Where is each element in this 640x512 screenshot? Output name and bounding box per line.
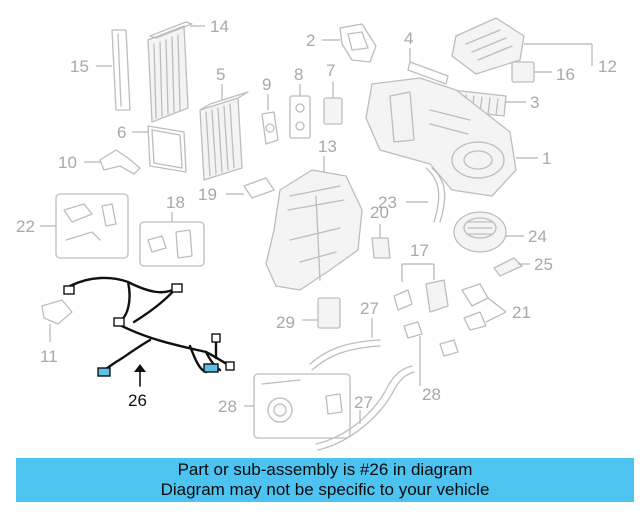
callout-20[interactable]: 20 bbox=[370, 203, 389, 222]
part-bracket bbox=[84, 149, 141, 175]
callout-11[interactable]: 11 bbox=[40, 347, 58, 366]
callout-27a[interactable]: 27 bbox=[360, 299, 379, 318]
banner-line-1: Part or sub-assembly is #26 in diagram bbox=[177, 460, 473, 479]
callout-14[interactable]: 14 bbox=[210, 17, 229, 36]
harness-connector bbox=[171, 283, 183, 293]
part-filter-strip bbox=[407, 48, 449, 85]
callout-5[interactable]: 5 bbox=[216, 65, 225, 84]
part-control-unit bbox=[302, 297, 341, 329]
part-hvac-case bbox=[365, 77, 538, 197]
callout-4[interactable]: 4 bbox=[404, 29, 413, 48]
part-actuators-17 bbox=[393, 263, 449, 313]
callout-8[interactable]: 8 bbox=[294, 65, 303, 84]
part-heater-pipe bbox=[96, 29, 131, 111]
callout-2[interactable]: 2 bbox=[306, 31, 315, 50]
callout-17[interactable]: 17 bbox=[410, 241, 429, 260]
part-clip bbox=[41, 299, 73, 342]
part-sensor bbox=[261, 94, 279, 145]
callout-27b[interactable]: 27 bbox=[354, 393, 373, 412]
callout-10[interactable]: 10 bbox=[58, 153, 77, 172]
part-central-housing bbox=[265, 156, 363, 291]
harness-connector bbox=[211, 333, 221, 343]
part-gasket-frame bbox=[132, 125, 187, 173]
callout-12[interactable]: 12 bbox=[598, 57, 617, 76]
part-seal bbox=[289, 84, 311, 139]
callout-6[interactable]: 6 bbox=[117, 123, 126, 142]
part-heater-core bbox=[147, 21, 205, 123]
part-wiring-harness bbox=[63, 276, 235, 387]
part-connector-19 bbox=[226, 177, 275, 199]
harness-connector bbox=[63, 285, 75, 295]
callout-7[interactable]: 7 bbox=[326, 61, 335, 80]
callout-29[interactable]: 28 bbox=[218, 397, 237, 416]
callout-13[interactable]: 13 bbox=[318, 137, 337, 156]
callout-3[interactable]: 3 bbox=[530, 93, 539, 112]
part-vent bbox=[322, 23, 377, 63]
part-group-18 bbox=[139, 212, 205, 267]
part-drain-hose bbox=[406, 167, 446, 223]
part-pipe-27-lower bbox=[315, 365, 415, 451]
part-upper-housing bbox=[451, 17, 593, 75]
callout-24[interactable]: 24 bbox=[528, 227, 547, 246]
callout-18[interactable]: 18 bbox=[166, 193, 185, 212]
callout-25[interactable]: 25 bbox=[534, 255, 553, 274]
callout-9[interactable]: 9 bbox=[262, 75, 271, 94]
leader-arrow bbox=[134, 364, 146, 372]
callout-28[interactable]: 28 bbox=[422, 385, 441, 404]
harness-connector bbox=[97, 367, 111, 377]
callout-16[interactable]: 16 bbox=[556, 65, 575, 84]
harness-connector bbox=[225, 361, 235, 371]
callout-21[interactable]: 21 bbox=[512, 303, 531, 322]
part-resistor bbox=[493, 257, 530, 277]
callout-30[interactable]: 29 bbox=[276, 313, 295, 332]
part-group-22 bbox=[40, 193, 129, 259]
banner-line-2: Diagram may not be specific to your vehi… bbox=[160, 480, 490, 499]
exploded-parts-diagram: 14 15 5 6 10 9 8 bbox=[16, 17, 617, 451]
callout-15[interactable]: 15 bbox=[70, 57, 89, 76]
part-pipe-27-upper bbox=[309, 318, 381, 371]
harness-connector bbox=[203, 363, 219, 373]
callout-23[interactable]: 23 bbox=[378, 193, 397, 212]
part-group-29 bbox=[244, 373, 351, 439]
part-evaporator-core bbox=[199, 84, 249, 181]
part-blower-motor bbox=[453, 211, 524, 253]
callout-22[interactable]: 22 bbox=[16, 217, 35, 236]
part-sensor-20 bbox=[371, 224, 391, 259]
part-door-arms bbox=[461, 283, 507, 331]
info-banner: Part or sub-assembly is #26 in diagram D… bbox=[16, 458, 634, 502]
harness-connector bbox=[113, 317, 125, 327]
part-actuator bbox=[511, 61, 552, 83]
callout-26[interactable]: 26 bbox=[128, 391, 147, 410]
part-fittings-28 bbox=[403, 321, 459, 386]
callout-19[interactable]: 19 bbox=[198, 185, 217, 204]
part-expansion-valve bbox=[323, 82, 343, 125]
callout-1[interactable]: 1 bbox=[542, 149, 551, 168]
